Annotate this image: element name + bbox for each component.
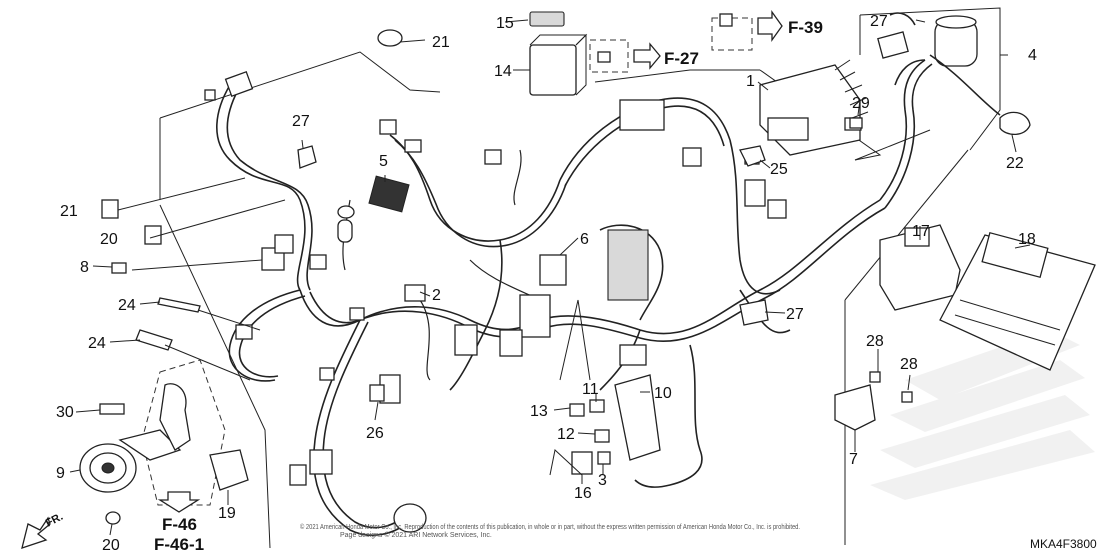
part-label-8: 8 xyxy=(80,259,89,276)
part-number-labels: 21 15 14 1 27 4 29 22 25 27 5 21 20 8 24… xyxy=(56,13,1037,554)
control-units xyxy=(879,224,1096,371)
part-label-23: 22 xyxy=(1006,155,1024,172)
part-label-27-c: 27 xyxy=(786,306,804,323)
part-label-30: 30 xyxy=(56,404,74,421)
part-label-26: 25 xyxy=(770,161,788,178)
copyright-line-2: Page designs © 2021 ARI Network Services… xyxy=(340,531,492,539)
part-label-20: 20 xyxy=(102,537,120,554)
part-label-11: 11 xyxy=(582,381,599,398)
copyright-line-1: © 2021 American Honda Motor Co., Inc. Re… xyxy=(300,523,800,531)
part-label-12: 12 xyxy=(557,426,575,443)
footer: © 2021 American Honda Motor Co., Inc. Re… xyxy=(300,523,1097,551)
part-label-18: 18 xyxy=(1018,231,1036,248)
part-label-24-a: 24 xyxy=(118,297,136,314)
part-label-21-b: 20 xyxy=(100,231,118,248)
part-label-15: 15 xyxy=(496,15,514,32)
part-label-28-b: 28 xyxy=(900,356,918,373)
part-label-22: 21 xyxy=(432,34,450,51)
part-label-10: 10 xyxy=(654,385,672,402)
figure-reference-labels: F-27 F-39 F-46 F-46-1 FR. xyxy=(44,18,823,554)
figure-ref-arrows xyxy=(21,9,783,549)
part-label-13: 13 xyxy=(530,403,548,420)
starter-cable xyxy=(877,12,1001,116)
part-label-4: 4 xyxy=(1028,47,1037,64)
sensor-and-bolts xyxy=(101,13,1031,431)
connectors xyxy=(224,70,787,533)
part-label-17: 17 xyxy=(912,223,930,240)
part-label-19: 19 xyxy=(218,505,236,522)
part-label-21-a: 21 xyxy=(60,203,78,220)
figure-ref-f46-1: F-46-1 xyxy=(154,535,204,554)
part-label-6: 6 xyxy=(580,231,589,248)
part-label-24-b: 24 xyxy=(88,335,106,352)
part-label-29: 29 xyxy=(852,95,870,112)
figure-ref-f46: F-46 xyxy=(162,515,197,534)
part-label-27-a: 27 xyxy=(870,13,888,30)
part-label-16: 16 xyxy=(574,485,592,502)
relay xyxy=(529,11,588,96)
part-label-2: 2 xyxy=(432,287,441,304)
part-label-9: 9 xyxy=(56,465,65,482)
figure-ref-f27: F-27 xyxy=(664,49,699,68)
part-label-28-a: 28 xyxy=(866,333,884,350)
part-label-25: 26 xyxy=(366,425,384,442)
part-label-7: 7 xyxy=(849,451,858,468)
horn-assembly xyxy=(79,383,249,525)
fuse-box-group xyxy=(569,374,661,475)
figure-ref-f39: F-39 xyxy=(788,18,823,37)
part-label-27-b: 27 xyxy=(292,113,310,130)
drawing-code: MKA4F3800 xyxy=(1030,537,1097,551)
part-label-5: 5 xyxy=(379,153,388,170)
leader-lines xyxy=(69,19,1031,536)
part-label-3: 3 xyxy=(598,472,607,489)
part-label-14: 14 xyxy=(494,63,512,80)
direction-label: FR. xyxy=(44,511,65,530)
part-label-1: 1 xyxy=(746,73,755,90)
